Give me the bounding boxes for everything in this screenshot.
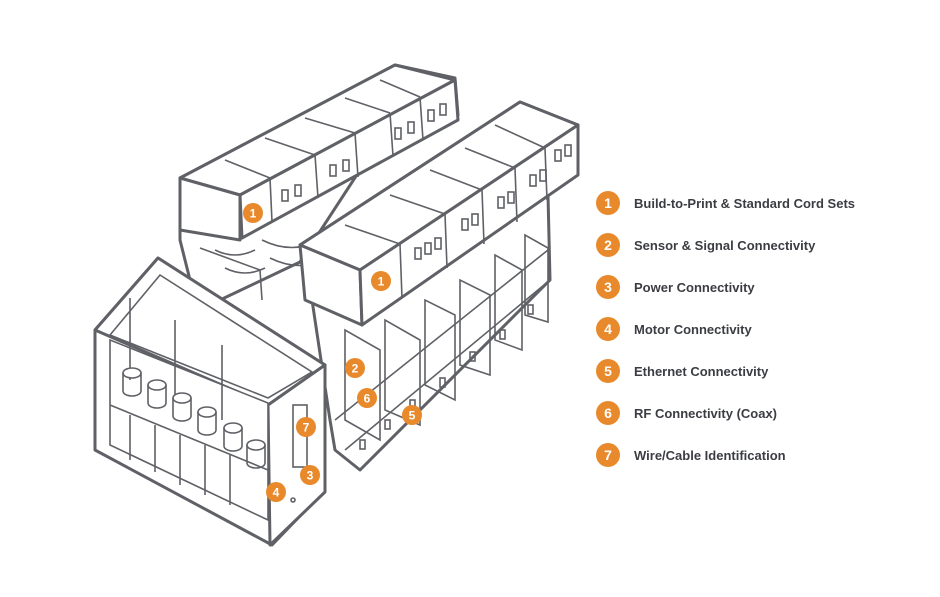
legend-item-2: 2 Sensor & Signal Connectivity xyxy=(596,224,926,266)
legend-number-badge: 4 xyxy=(596,317,620,341)
legend-number-badge: 5 xyxy=(596,359,620,383)
back-row-machine xyxy=(178,63,460,302)
svg-text:1: 1 xyxy=(378,275,385,289)
legend-label: Sensor & Signal Connectivity xyxy=(634,237,816,253)
legend-number-badge: 7 xyxy=(596,443,620,467)
legend-label: Power Connectivity xyxy=(634,279,755,295)
marker-1-front: 1 xyxy=(371,271,391,291)
legend-item-5: 5 Ethernet Connectivity xyxy=(596,350,926,392)
front-cabinet xyxy=(93,256,327,547)
marker-4: 4 xyxy=(266,482,286,502)
legend-item-7: 7 Wire/Cable Identification xyxy=(596,434,926,476)
legend-item-1: 1 Build-to-Print & Standard Cord Sets xyxy=(596,182,926,224)
legend-label: Ethernet Connectivity xyxy=(634,363,769,379)
legend-label: Build-to-Print & Standard Cord Sets xyxy=(634,195,855,211)
legend-label: RF Connectivity (Coax) xyxy=(634,405,778,421)
legend-number-badge: 2 xyxy=(596,233,620,257)
svg-text:4: 4 xyxy=(273,486,280,500)
svg-text:6: 6 xyxy=(364,392,371,406)
legend-item-6: 6 RF Connectivity (Coax) xyxy=(596,392,926,434)
marker-7: 7 xyxy=(296,417,316,437)
legend-item-3: 3 Power Connectivity xyxy=(596,266,926,308)
marker-2: 2 xyxy=(345,358,365,378)
marker-6: 6 xyxy=(357,388,377,408)
legend-number-badge: 6 xyxy=(596,401,620,425)
marker-5: 5 xyxy=(402,405,422,425)
legend-number-badge: 3 xyxy=(596,275,620,299)
legend-label: Motor Connectivity xyxy=(634,321,752,337)
legend-item-4: 4 Motor Connectivity xyxy=(596,308,926,350)
legend: 1 Build-to-Print & Standard Cord Sets 2 … xyxy=(596,182,926,476)
marker-3: 3 xyxy=(300,465,320,485)
svg-text:7: 7 xyxy=(303,421,310,435)
legend-label: Wire/Cable Identification xyxy=(634,447,786,463)
svg-text:2: 2 xyxy=(352,362,359,376)
marker-1-back: 1 xyxy=(243,203,263,223)
svg-text:3: 3 xyxy=(307,469,314,483)
svg-text:5: 5 xyxy=(409,409,416,423)
legend-number-badge: 1 xyxy=(596,191,620,215)
svg-text:1: 1 xyxy=(250,207,257,221)
